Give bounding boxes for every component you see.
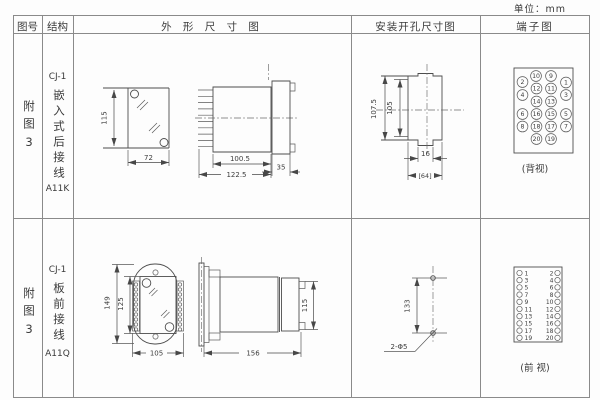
row1-figure-no: 附图3	[22, 100, 36, 155]
mount-hole-bottom	[152, 333, 159, 340]
dim-label-flange-depth: 35	[277, 164, 286, 172]
dim-label-tab-width: 16	[421, 150, 430, 158]
terminal-number: 20	[546, 335, 554, 342]
header-outline-dims: 外 形 尺 寸 图	[161, 21, 263, 33]
terminal-number: 7	[564, 124, 568, 131]
terminal-number: 5	[564, 111, 568, 118]
dim-label-width: 72	[144, 154, 153, 162]
header-mounting-dims: 安装开孔尺寸图	[375, 21, 456, 33]
row2-mounting-type: 板前接线	[52, 282, 66, 344]
terminal-number: 2	[521, 79, 525, 86]
terminal-number: 4	[521, 92, 525, 99]
dim-label-overall-width: [64]	[418, 172, 431, 180]
terminal-number: 12	[533, 86, 541, 93]
row-divider	[13, 218, 590, 219]
terminal-number: 2	[550, 270, 554, 277]
mount-hole-top	[152, 269, 159, 276]
dim-label-body-depth: 100.5	[230, 155, 250, 163]
row2-outline-side-view: 115 156	[198, 257, 318, 358]
terminal-number: 15	[525, 321, 533, 328]
column-divider-1	[42, 15, 43, 398]
dim-label-inner-height: 125	[117, 297, 125, 310]
row2-outline-front-view: 149 125 105	[104, 263, 184, 358]
dim-label-height: 115	[101, 111, 109, 124]
row1-code: A11K	[45, 184, 70, 194]
dim-label-hole-spacing: 133	[404, 299, 412, 312]
terminal-number: 20	[533, 136, 541, 143]
dim-label-total-depth: 122.5	[226, 171, 246, 179]
row2-code: A11Q	[45, 349, 70, 359]
terminal-number: 3	[564, 92, 568, 99]
terminal-number: 7	[525, 292, 529, 299]
terminal-number: 1	[564, 80, 568, 87]
column-divider-2	[73, 15, 74, 398]
column-divider-4	[480, 15, 481, 398]
dim-label-body-height: 115	[301, 299, 309, 312]
strip-screws	[133, 282, 183, 332]
header-figure-no: 图号	[17, 21, 38, 33]
leader-line	[384, 328, 438, 352]
terminal-number: 10	[546, 299, 554, 306]
row2-terminal-view-label: (前 视)	[520, 363, 550, 374]
header-divider	[13, 33, 590, 34]
header-terminal-diagram: 端子图	[516, 21, 554, 33]
terminal-number: 8	[521, 124, 525, 131]
row2-figure-no: 附图3	[22, 287, 36, 342]
terminal-number: 12	[546, 306, 554, 313]
dim-label-outer-height: 149	[104, 296, 112, 309]
terminal-number: 9	[549, 73, 553, 80]
table-border	[13, 15, 590, 398]
terminal-number: 8	[550, 292, 554, 299]
dim-label-width: 105	[150, 350, 163, 358]
terminal-number: 17	[547, 124, 555, 131]
terminal-number: 3	[525, 278, 529, 285]
unit-label: 单位：mm	[513, 4, 566, 15]
terminal-number: 15	[547, 111, 555, 118]
terminal-number: 4	[550, 278, 554, 285]
row2-terminal-diagram: 1 2 3 4 5 6 7 8 9 10 11 12 13 14 15 16 1…	[513, 266, 563, 343]
hatch-marks	[136, 99, 161, 134]
terminal-number: 14	[546, 314, 554, 321]
row1-outline-side-view: 100.5 122.5 35	[195, 64, 300, 179]
row1-mounting-type: 嵌入式后接线	[52, 89, 66, 182]
terminal-number: 11	[525, 306, 533, 313]
terminal-number: 13	[525, 314, 533, 321]
row1-model: CJ-1	[48, 72, 67, 82]
terminal-number: 14	[533, 99, 541, 106]
terminal-number: 6	[550, 285, 554, 292]
terminal-number: 17	[525, 328, 533, 335]
dim-label-inner-height: 105	[386, 101, 394, 114]
terminal-pins	[198, 89, 213, 148]
terminal-number: 6	[521, 111, 525, 118]
terminal-number: 18	[533, 124, 541, 131]
row1-mounting-cutout: 107.5 105 16 [64]	[370, 64, 464, 180]
row1-terminal-view-label: (背视)	[521, 164, 549, 175]
dim-label-outer-height: 107.5	[370, 99, 378, 119]
terminal-number: 13	[547, 99, 555, 106]
dim-label-total-depth: 156	[246, 350, 260, 358]
terminal-number: 1	[525, 270, 529, 277]
terminal-number: 19	[547, 136, 555, 143]
terminal-number: 5	[525, 285, 529, 292]
row2-model: CJ-1	[48, 265, 67, 275]
header-structure: 结构	[47, 21, 68, 33]
terminal-number: 18	[546, 328, 554, 335]
row1-terminal-diagram: 10 9 2 1 12 11 4 3 14 13 16 15 6 5 18 17…	[513, 67, 574, 154]
row1-outline-front-view: 115 72	[101, 87, 170, 166]
terminal-number: 10	[532, 73, 540, 80]
terminal-number: 16	[546, 321, 554, 328]
terminal-number: 16	[533, 111, 541, 118]
dim-label-holes: 2-Φ5	[391, 343, 408, 351]
column-divider-3	[351, 15, 352, 398]
hatch-marks	[148, 287, 170, 319]
terminal-number: 19	[525, 335, 533, 342]
terminal-number: 11	[547, 86, 555, 93]
terminal-number: 9	[525, 299, 529, 306]
row2-mounting-holes: 133 2-Φ5	[384, 266, 447, 352]
